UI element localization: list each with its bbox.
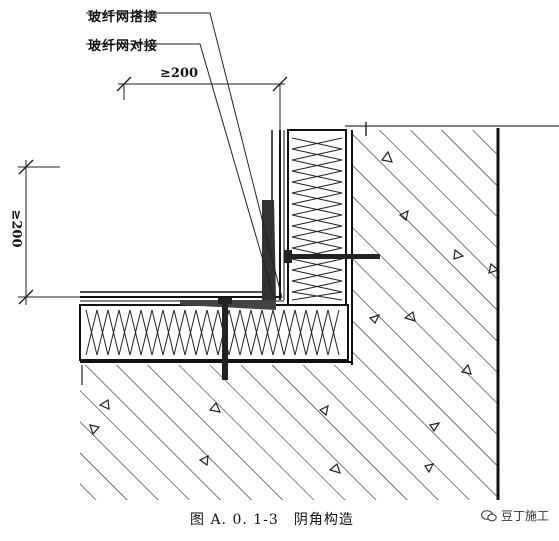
aggregate-marks xyxy=(89,150,498,474)
anchor-vertical xyxy=(218,298,232,380)
dimension-left-label: ≥200 xyxy=(8,209,24,248)
vertical-insulation-board xyxy=(271,129,347,306)
dimension-left xyxy=(18,159,80,305)
concrete-substrate xyxy=(80,128,500,500)
figure-caption: 图 A. 0. 1-3 阴角构造 xyxy=(190,512,354,528)
callout-leaders xyxy=(86,12,283,299)
mesh-overlap-layer xyxy=(262,200,276,300)
label-mesh-overlap: 玻纤网搭接 xyxy=(88,10,159,25)
watermark: 豆丁施工 xyxy=(480,507,549,524)
watermark-text: 豆丁施工 xyxy=(500,509,549,523)
chat-bubble-icon xyxy=(480,509,497,521)
horizontal-insulation-board xyxy=(79,130,353,365)
dimension-top xyxy=(116,76,288,140)
anchor-horizontal xyxy=(284,250,380,263)
label-mesh-butt: 玻纤网对接 xyxy=(88,39,159,54)
dimension-top-label: ≥200 xyxy=(160,66,199,81)
